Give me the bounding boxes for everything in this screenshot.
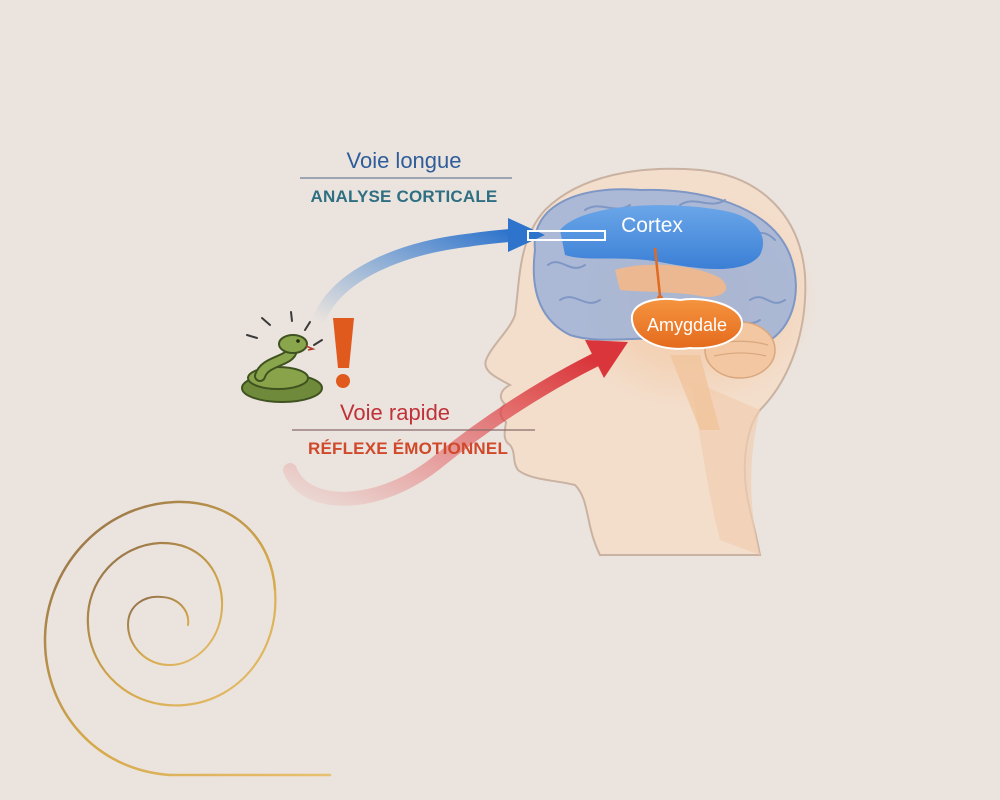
amygdala-label: Amygdale: [647, 315, 727, 335]
long-path-label: Voie longue ANALYSE CORTICALE: [300, 148, 512, 206]
snake-icon: [241, 311, 323, 403]
fast-path-title: Voie rapide: [340, 400, 450, 425]
amygdala-region: [630, 297, 744, 350]
long-path-arrow: [311, 218, 606, 329]
brain: Cortex Amygdale: [532, 188, 820, 430]
fast-path-subtitle: RÉFLEXE ÉMOTIONNEL: [308, 439, 508, 458]
cortex-region: [560, 205, 764, 270]
exclamation-icon: [333, 318, 354, 388]
fast-path-arrow: [283, 340, 628, 506]
long-path-title: Voie longue: [347, 148, 462, 173]
fast-path-label: Voie rapide RÉFLEXE ÉMOTIONNEL: [292, 400, 535, 458]
long-path-subtitle: ANALYSE CORTICALE: [311, 187, 498, 206]
cortex-label: Cortex: [621, 214, 683, 237]
decorative-spiral: [43, 500, 332, 777]
